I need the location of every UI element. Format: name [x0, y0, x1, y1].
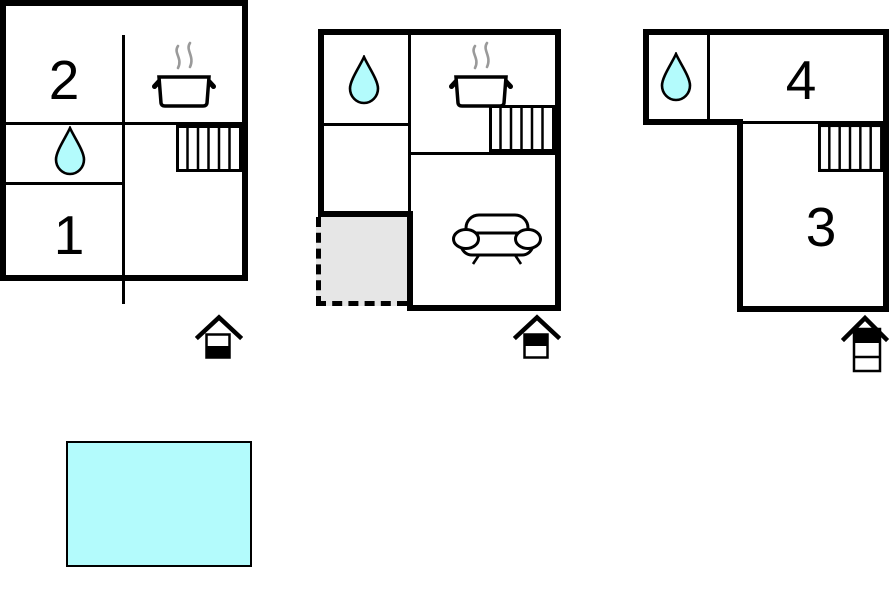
wall — [122, 35, 125, 304]
entrance-house-icon — [195, 313, 243, 359]
stairs-icon — [176, 125, 242, 172]
wall — [707, 35, 710, 119]
wall — [324, 123, 408, 126]
wall — [6, 122, 242, 125]
steam-line — [187, 41, 193, 69]
stairs-icon — [818, 124, 883, 172]
room-number: 2 — [48, 48, 80, 111]
steam-line — [472, 44, 478, 70]
wall — [6, 182, 122, 185]
wall — [743, 121, 883, 124]
water-drop-icon — [347, 55, 381, 105]
wall — [737, 306, 889, 312]
room-number: 4 — [785, 48, 817, 111]
water-drop-icon — [659, 52, 693, 102]
wall — [318, 29, 561, 35]
wall — [408, 35, 411, 211]
swimming-pool — [66, 441, 252, 567]
wall — [737, 119, 743, 312]
wall — [883, 29, 889, 312]
steam-line — [175, 44, 181, 70]
stairs-icon — [489, 105, 555, 152]
wall — [318, 29, 324, 217]
wall — [643, 29, 649, 125]
entrance-house-icon — [841, 312, 889, 374]
room-number: 1 — [53, 203, 85, 266]
sofa-icon — [452, 213, 542, 265]
wall — [407, 305, 561, 311]
entrance-house-icon — [513, 313, 561, 359]
cooking-pot-icon — [449, 40, 513, 112]
cooking-pot-icon — [152, 40, 216, 112]
water-drop-icon — [53, 126, 87, 176]
terrace-area — [316, 217, 407, 306]
wall — [411, 152, 555, 155]
wall — [643, 29, 889, 35]
steam-line — [484, 41, 490, 69]
wall — [643, 119, 743, 125]
wall — [318, 211, 413, 217]
wall — [555, 29, 561, 311]
room-number: 3 — [805, 195, 837, 258]
wall — [407, 211, 413, 311]
